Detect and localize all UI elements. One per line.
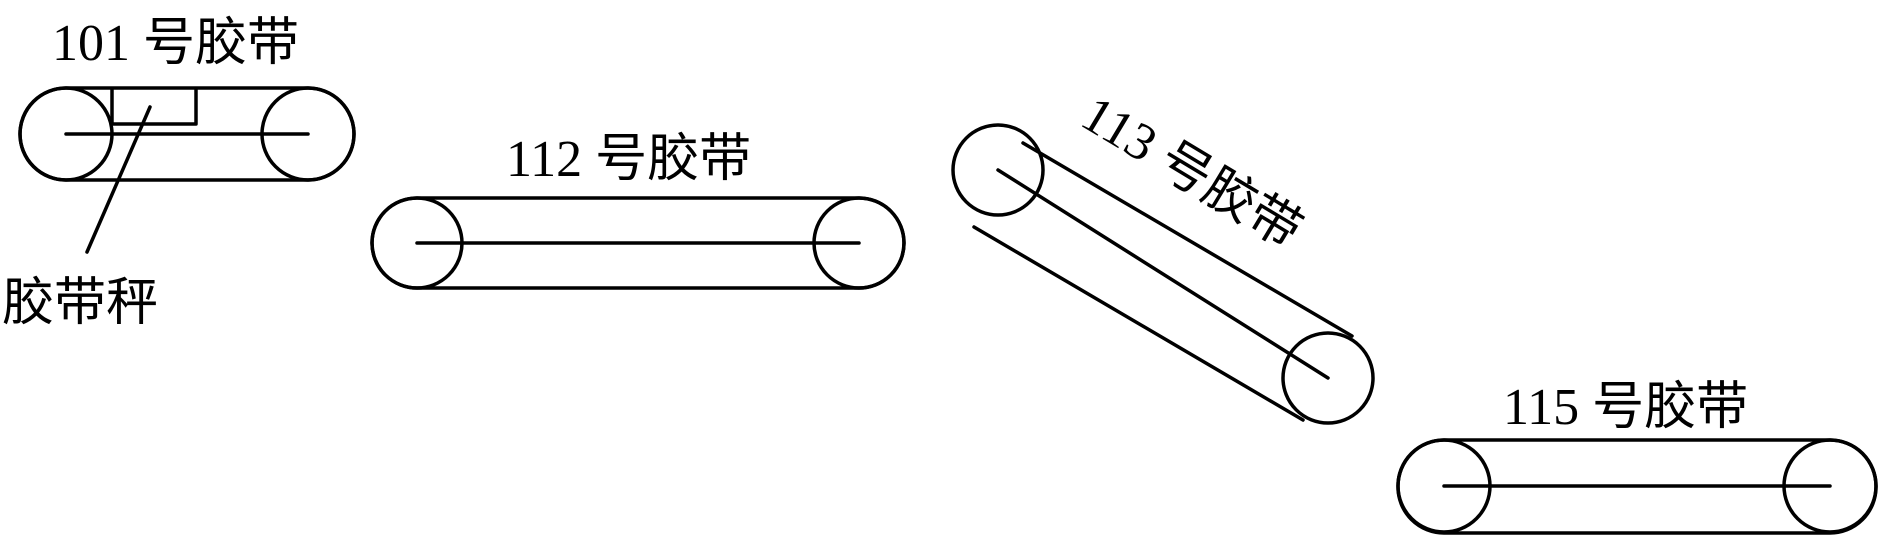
belt-115-label: 115 号胶带 bbox=[1503, 379, 1748, 436]
belt-113-upper-pulley bbox=[951, 123, 1045, 217]
belt-113-label: 113 号胶带 bbox=[1072, 85, 1311, 260]
belt-113-centerline bbox=[996, 168, 1330, 380]
belt-115: 115 号胶带 bbox=[1396, 379, 1878, 535]
belt-113-bottom-edge bbox=[972, 225, 1305, 422]
belt-scale-box bbox=[110, 88, 198, 126]
belt-113: 113 号胶带 bbox=[951, 85, 1375, 425]
belt-scale-label: 胶带秤 bbox=[2, 275, 158, 332]
belt-112: 112 号胶带 bbox=[370, 131, 906, 290]
belt-101-label: 101 号胶带 bbox=[52, 15, 299, 72]
belt-113-lower-pulley bbox=[1281, 331, 1375, 425]
belt-112-label: 112 号胶带 bbox=[506, 131, 751, 188]
belt-113-top-edge bbox=[1021, 141, 1354, 338]
belt-scale-leader-line bbox=[85, 105, 152, 254]
belt-101: 101 号胶带 胶带秤 bbox=[2, 15, 356, 332]
